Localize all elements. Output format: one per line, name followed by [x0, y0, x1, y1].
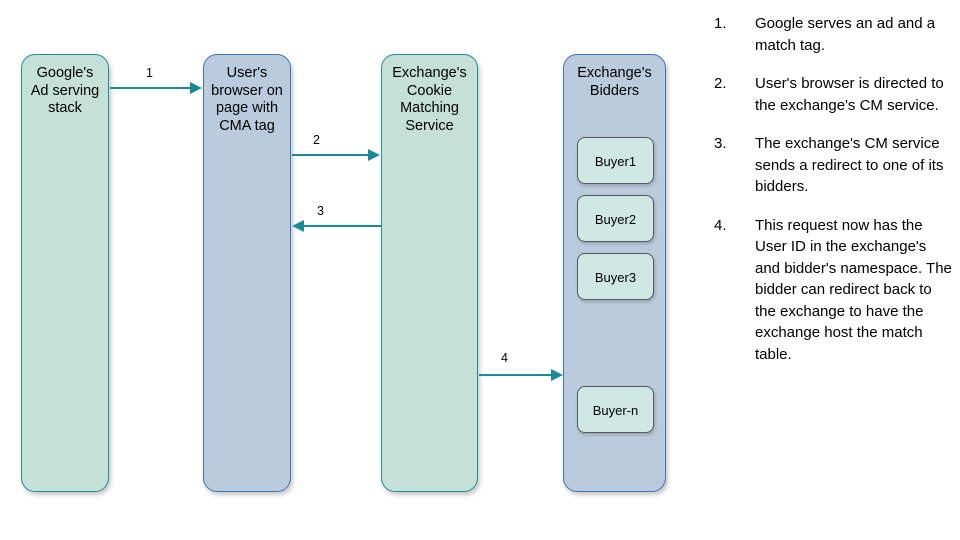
step-text-3: The exchange's CM service sends a redire… [755, 135, 944, 195]
step-text-2: User's browser is directed to the exchan… [755, 75, 944, 114]
step-number-2: 2. [714, 75, 727, 92]
lane-google-label: Google's Ad serving stack [30, 65, 100, 116]
lane-exchange-cookie-matching-service: Exchange's Cookie Matching Service [381, 54, 478, 492]
step-item-4: 4. This request now has the User ID in t… [708, 215, 954, 366]
lane-user-browser: User's browser on page with CMA tag [203, 54, 291, 492]
step-text-1: Google serves an ad and a match tag. [755, 15, 936, 54]
arrow-3-head-icon [292, 220, 304, 232]
lane-bidders-label: Exchange's Bidders [577, 65, 652, 99]
arrow-2-head-icon [368, 149, 380, 161]
step-text-4: This request now has the User ID in the … [755, 216, 952, 363]
arrow-4-line [479, 374, 553, 376]
buyer-box-3: Buyer3 [577, 253, 654, 300]
lane-browser-label: User's browser on page with CMA tag [211, 65, 283, 134]
arrow-4-head-icon [551, 369, 563, 381]
arrow-4-label: 4 [501, 351, 508, 365]
lane-cms-label: Exchange's Cookie Matching Service [392, 65, 467, 134]
step-item-2: 2. User's browser is directed to the exc… [708, 73, 954, 116]
step-number-3: 3. [714, 135, 727, 152]
lane-google-ad-serving-stack: Google's Ad serving stack [21, 54, 109, 492]
arrow-2-line [292, 154, 370, 156]
step-number-4: 4. [714, 216, 727, 234]
arrow-3-label: 3 [317, 204, 324, 218]
arrow-2-label: 2 [313, 133, 320, 147]
arrow-1-line [110, 87, 192, 89]
steps-list: 1. Google serves an ad and a match tag. … [708, 13, 954, 382]
step-item-1: 1. Google serves an ad and a match tag. [708, 13, 954, 56]
buyer-box-n: Buyer-n [577, 386, 654, 433]
arrow-3-line [304, 225, 382, 227]
arrow-1-label: 1 [146, 66, 153, 80]
buyer-box-1: Buyer1 [577, 137, 654, 184]
arrow-1-head-icon [190, 82, 202, 94]
step-item-3: 3. The exchange's CM service sends a red… [708, 133, 954, 198]
step-number-1: 1. [714, 15, 727, 32]
lane-exchange-bidders: Exchange's Bidders Buyer1 Buyer2 Buyer3 … [563, 54, 666, 492]
buyer-box-2: Buyer2 [577, 195, 654, 242]
